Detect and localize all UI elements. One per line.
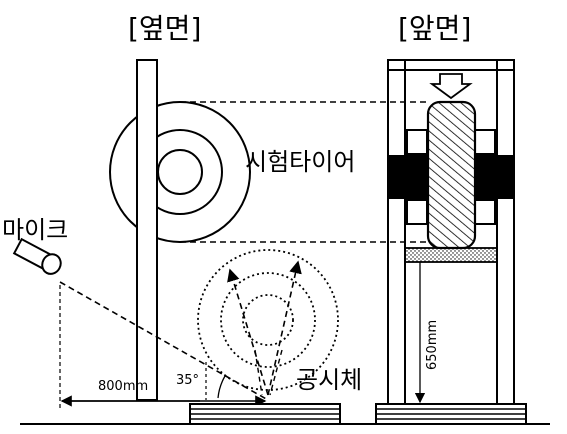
hub-right — [475, 155, 514, 199]
sound-wave-middle — [220, 272, 316, 368]
distance-label: 800mm — [98, 379, 148, 394]
specimen-label: 공시체 — [296, 366, 362, 394]
hub-left — [388, 155, 428, 199]
side-post — [136, 59, 158, 401]
sound-wave-outer — [197, 249, 339, 391]
tire-outer-ring — [109, 101, 251, 243]
front-base — [375, 403, 527, 425]
test-tire-label: 시험타이어 — [245, 148, 355, 176]
specimen-block — [189, 403, 341, 425]
height-label: 650mm — [425, 320, 440, 370]
mic-sightline — [59, 281, 269, 401]
wave-line-center-l — [254, 349, 263, 396]
wave-arrow-left — [227, 268, 269, 396]
microphone-icon — [12, 237, 62, 275]
sound-wave-inner — [242, 294, 294, 346]
microphone-label: 마이크 — [2, 216, 68, 244]
angle-label: 35° — [176, 373, 199, 388]
tire-inner-ring — [157, 149, 203, 195]
front-view-title: [앞면] — [398, 12, 471, 45]
front-view — [375, 59, 527, 425]
road-surface — [404, 247, 498, 263]
wave-arrow-right — [267, 260, 302, 396]
load-arrow-icon — [429, 73, 473, 100]
tire-cross-section — [426, 100, 477, 250]
angle-arc — [217, 375, 226, 399]
wave-line-center-r — [269, 349, 283, 396]
side-view-title: [옆면] — [128, 12, 201, 45]
